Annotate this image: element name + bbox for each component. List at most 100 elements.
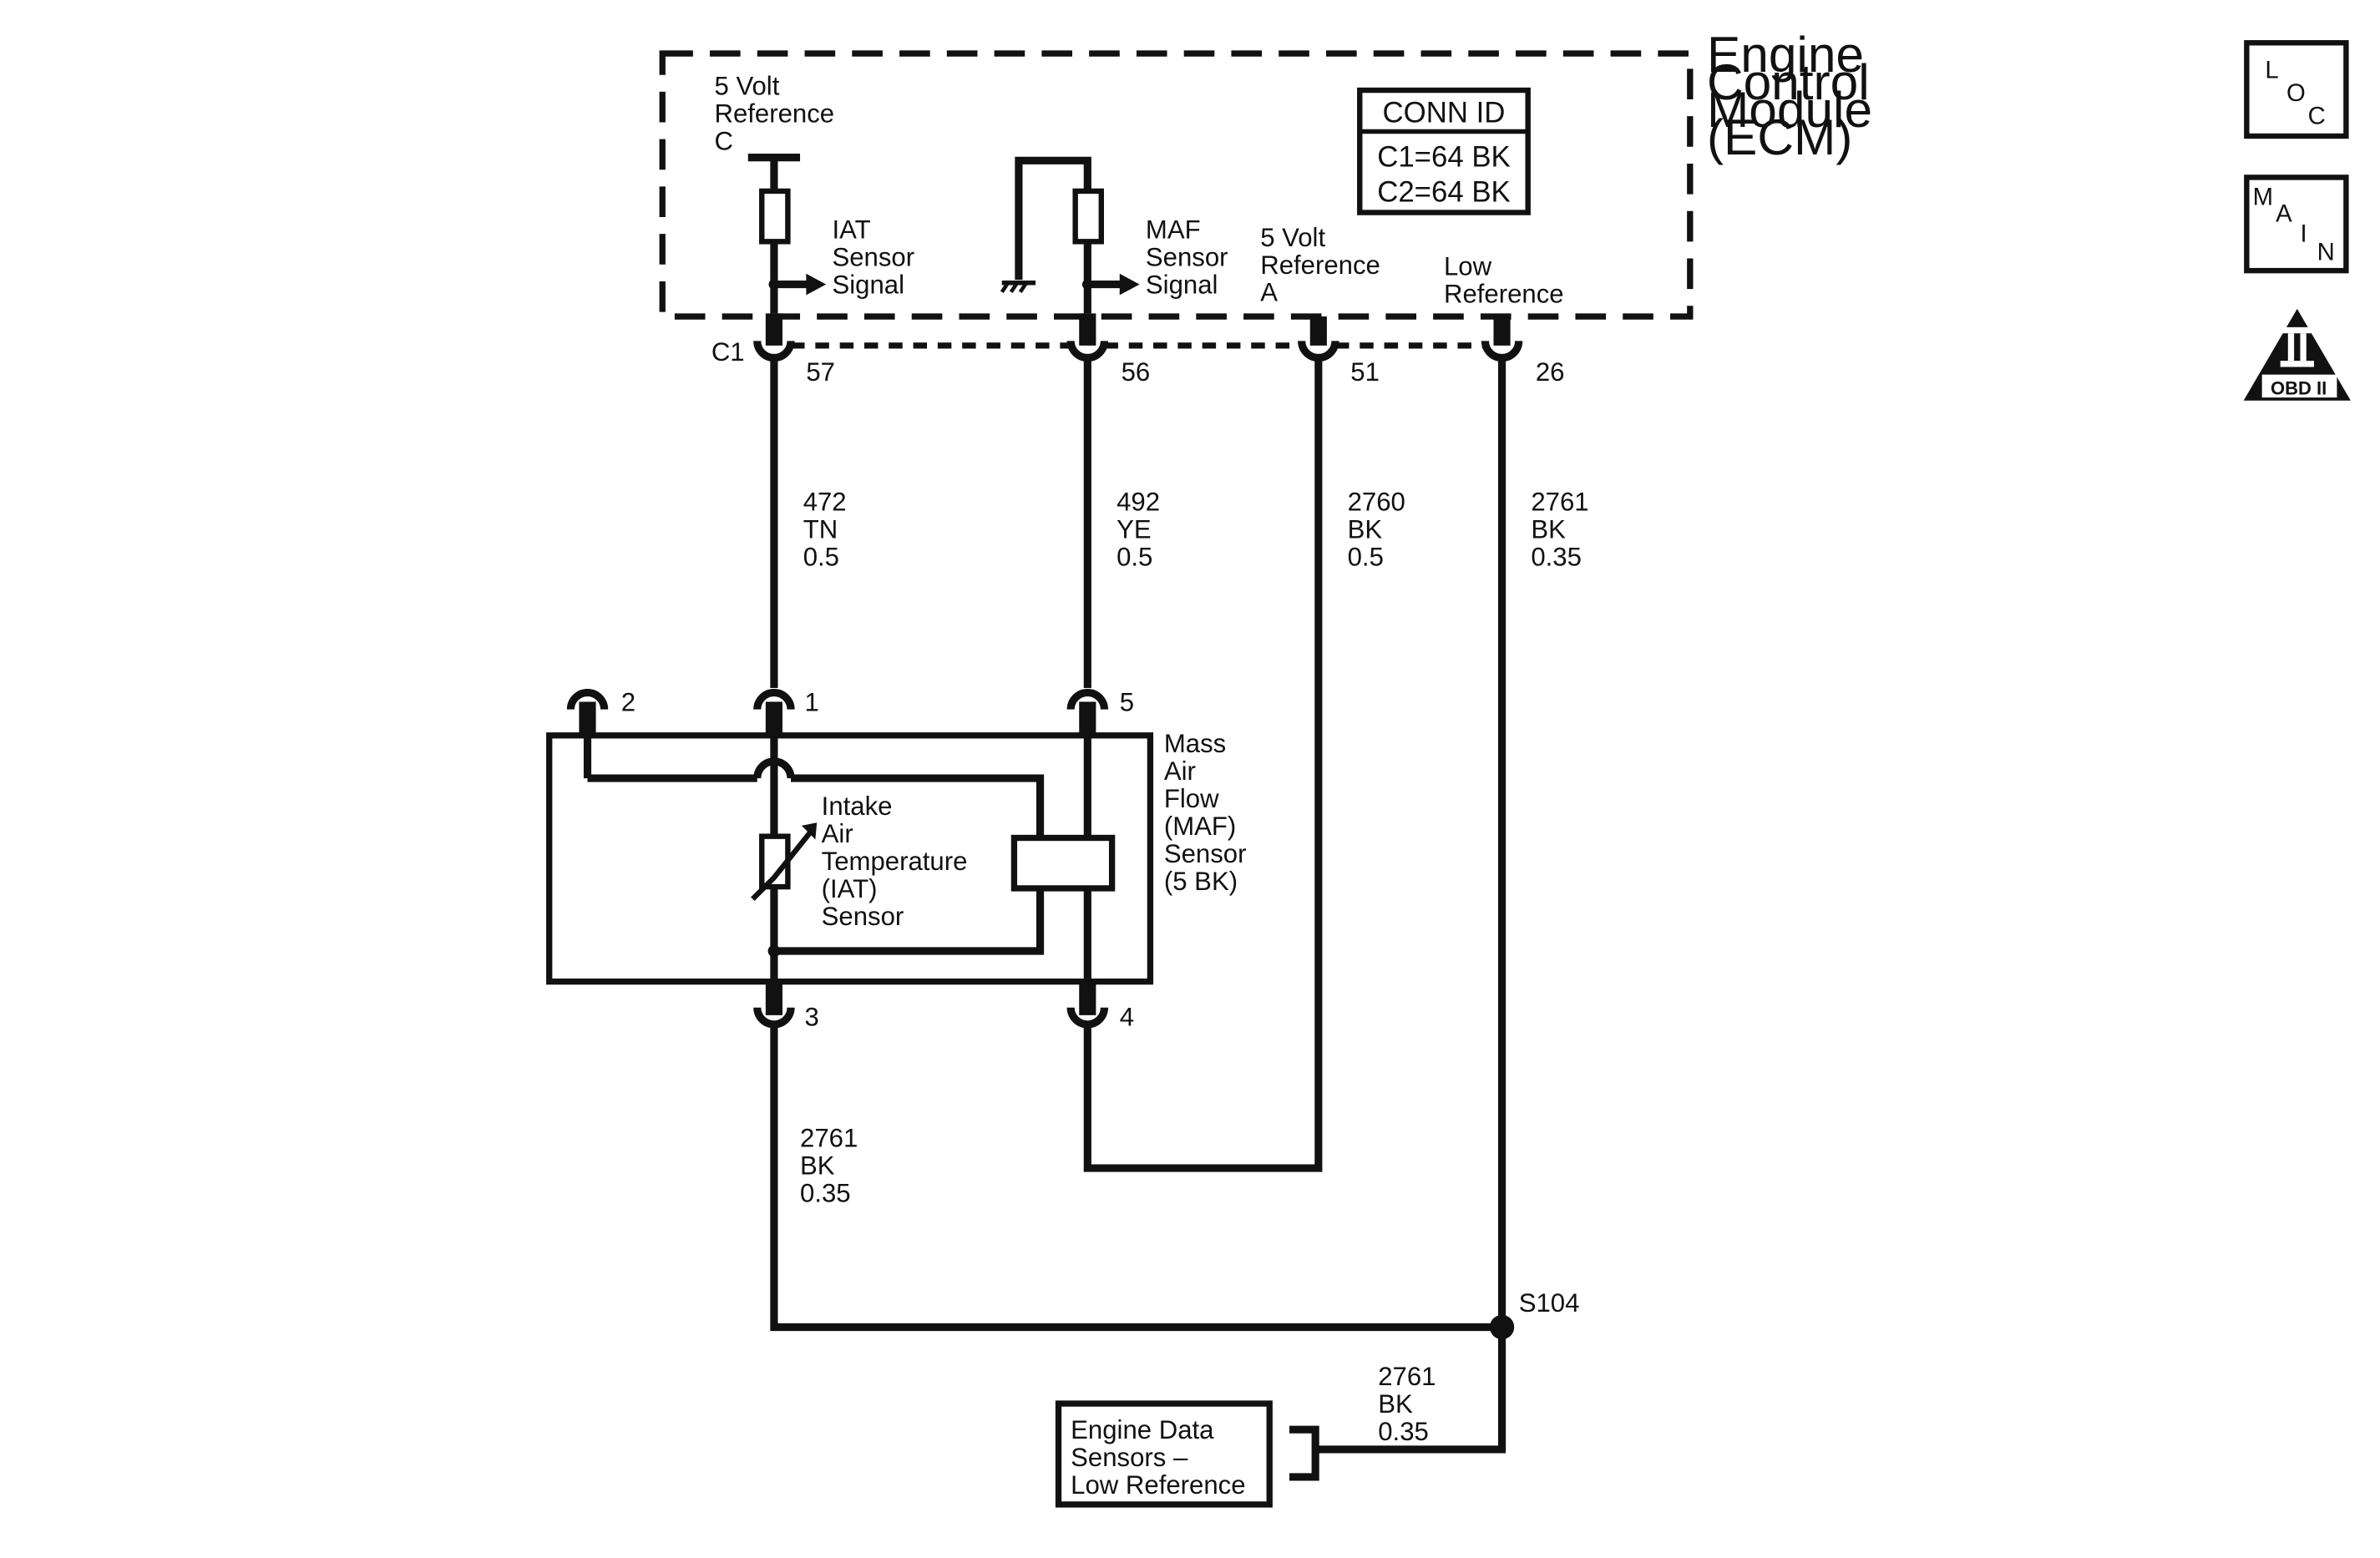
low-ref-label: Low Reference [1444,252,1564,309]
svg-text:O: O [2286,79,2306,107]
ref-c-label: 5 Volt Reference C [714,72,834,156]
svg-text:2761: 2761 [1378,1362,1436,1391]
svg-text:0.35: 0.35 [1378,1417,1429,1446]
svg-text:CONN ID: CONN ID [1383,97,1506,129]
c1-pin-51: 51 [1298,316,1380,387]
svg-text:Module: Module [1707,81,1872,138]
svg-text:Air: Air [822,819,853,848]
svg-text:0.5: 0.5 [1348,543,1384,572]
ref-a-label: 5 Volt Reference A [1260,223,1380,307]
obd-ii-icon[interactable]: OBD II [2243,308,2351,401]
svg-text:I: I [2300,220,2307,247]
svg-text:0.35: 0.35 [800,1178,851,1207]
svg-text:2761: 2761 [800,1123,858,1152]
maf-sensor-label: Mass Air Flow (MAF) Sensor (5 BK) [1164,729,1247,896]
loc-icon[interactable]: L O C [2244,40,2349,139]
maf-pin-3: 3 [753,981,819,1032]
svg-text:IAT: IAT [832,215,870,245]
main-icon[interactable]: M A I N [2244,175,2349,274]
wire-label-2761-bottom: 2761 BK 0.35 [800,1123,858,1207]
svg-text:51: 51 [1350,357,1380,387]
connector-c1: C1 [711,337,1486,367]
svg-text:0.5: 0.5 [803,543,839,572]
wire-label-2761-top: 2761 BK 0.35 [1531,488,1588,572]
iat-sensor-label: Intake Air Temperature (IAT) Sensor [822,792,968,931]
svg-text:N: N [2317,238,2335,266]
svg-text:Mass: Mass [1164,729,1226,758]
maf-pin-4: 4 [1066,981,1134,1032]
svg-text:5 Volt: 5 Volt [714,72,779,101]
svg-text:56: 56 [1122,357,1151,387]
maf-pin-2: 2 [566,688,636,736]
svg-text:Reference: Reference [1444,280,1564,309]
svg-text:Reference: Reference [714,99,834,128]
svg-text:Signal: Signal [1146,271,1218,300]
svg-text:26: 26 [1536,357,1565,387]
conn-id-table: CONN ID C1=64 BK C2=64 BK [1357,87,1531,215]
svg-text:C: C [714,126,732,155]
svg-text:BK: BK [1531,515,1566,544]
svg-text:0.35: 0.35 [1531,543,1582,572]
svg-text:Sensor: Sensor [832,243,914,272]
svg-text:2761: 2761 [1531,488,1588,517]
svg-text:Low Reference: Low Reference [1071,1470,1245,1500]
wire-2761-low-ref [1315,357,1506,1454]
ecm-box [659,50,1694,320]
svg-text:Sensor: Sensor [822,902,904,931]
c1-pin-57: 57 [753,313,835,387]
svg-text:Sensors –: Sensors – [1071,1443,1188,1472]
svg-text:Engine: Engine [1707,26,1864,83]
maf-element [1010,834,1116,892]
svg-text:2760: 2760 [1348,488,1405,517]
svg-text:Temperature: Temperature [822,847,968,876]
maf-signal-label: MAF Sensor Signal [1146,215,1228,300]
wire-label-2761-splice: 2761 BK 0.35 [1378,1362,1436,1446]
svg-text:C2=64 BK: C2=64 BK [1377,177,1511,209]
svg-text:TN: TN [803,515,838,544]
svg-text:Control: Control [1707,53,1870,110]
svg-text:C: C [2308,102,2326,129]
wire-label-2760: 2760 BK 0.5 [1348,488,1405,572]
svg-text:472: 472 [803,488,847,517]
svg-text:Intake: Intake [822,792,893,821]
wire-label-472: 472 TN 0.5 [803,488,847,572]
svg-text:M: M [2253,183,2273,210]
maf-sensor-box [546,732,1154,985]
svg-text:5 Volt: 5 Volt [1260,223,1325,252]
splice-s104: S104 [1489,1288,1580,1340]
svg-text:S104: S104 [1519,1288,1580,1318]
svg-text:MAF: MAF [1146,215,1201,245]
svg-text:Flow: Flow [1164,784,1219,813]
svg-text:Engine Data: Engine Data [1071,1415,1214,1444]
svg-text:Air: Air [1164,756,1196,786]
svg-text:C1=64 BK: C1=64 BK [1377,142,1511,174]
c1-pin-56: 56 [1066,313,1151,387]
maf-pin-5: 5 [1066,688,1134,736]
svg-text:2: 2 [621,688,636,717]
wire-2760 [1083,357,1323,1172]
svg-text:Low: Low [1444,252,1492,281]
svg-text:Sensor: Sensor [1146,243,1228,272]
svg-text:A: A [2276,200,2292,228]
wire-label-492: 492 YE 0.5 [1117,488,1160,572]
svg-text:1: 1 [805,688,819,717]
svg-text:YE: YE [1117,515,1152,544]
svg-text:BK: BK [1348,515,1383,544]
svg-text:Reference: Reference [1260,250,1380,280]
svg-text:5: 5 [1120,688,1134,717]
wire-2761-sensor [770,1027,1502,1332]
svg-text:4: 4 [1120,1003,1134,1032]
maf-internal-wiring [583,735,1091,982]
destination-box: Engine Data Sensors – Low Reference [1055,1400,1319,1508]
maf-pin-1: 1 [753,688,819,736]
svg-text:492: 492 [1117,488,1160,517]
svg-text:OBD II: OBD II [2271,377,2327,398]
iat-signal-label: IAT Sensor Signal [832,215,914,300]
svg-text:3: 3 [805,1003,819,1032]
svg-text:BK: BK [800,1151,835,1180]
iat-internal-circuit [747,154,827,314]
ecm-name-label: Engine Control Module (ECM) [1707,26,1872,165]
svg-text:BK: BK [1378,1389,1413,1419]
svg-text:57: 57 [806,357,835,387]
